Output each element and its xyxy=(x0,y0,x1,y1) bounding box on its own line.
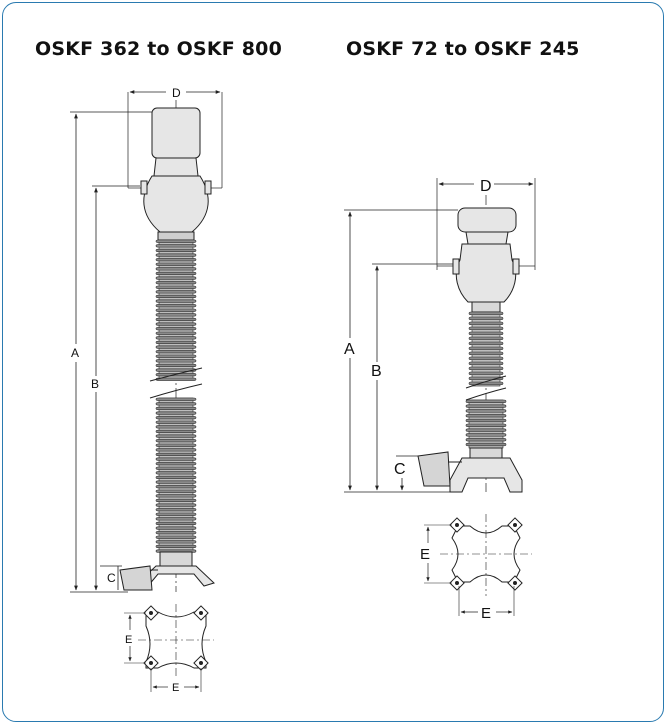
right-dim-B: B xyxy=(371,363,382,380)
right-base-flange xyxy=(449,457,523,493)
title-right-model-range: OSKF 72 to OSKF 245 xyxy=(346,38,580,60)
right-dim-D: D xyxy=(480,178,492,195)
left-test-tap xyxy=(119,565,153,591)
right-dim-E-horizontal: E xyxy=(481,605,491,622)
right-dim-A: A xyxy=(344,341,355,358)
left-dim-C: C xyxy=(107,571,116,585)
right-head-body xyxy=(455,243,517,303)
right-insulator xyxy=(465,311,507,449)
left-insulator-upper xyxy=(155,239,197,381)
left-dim-E-vertical: E xyxy=(125,634,132,646)
left-dim-B: B xyxy=(91,377,99,391)
left-dim-D: D xyxy=(172,86,181,100)
left-head-body xyxy=(143,175,209,233)
left-dim-A: A xyxy=(71,346,79,360)
right-flange-plan-view xyxy=(424,514,532,616)
right-dim-E-vertical: E xyxy=(420,546,430,563)
right-top-cap xyxy=(457,207,517,233)
right-bushing-drawing xyxy=(344,178,536,616)
left-flange-plan-view xyxy=(124,604,214,692)
right-dim-C: C xyxy=(394,461,406,478)
title-left-model-range: OSKF 362 to OSKF 800 xyxy=(35,38,282,60)
left-bushing-drawing xyxy=(70,90,223,692)
left-dim-E-horizontal: E xyxy=(172,682,179,694)
right-test-tap xyxy=(417,451,451,487)
left-insulator-lower xyxy=(155,397,197,553)
left-top-cap xyxy=(151,107,201,159)
